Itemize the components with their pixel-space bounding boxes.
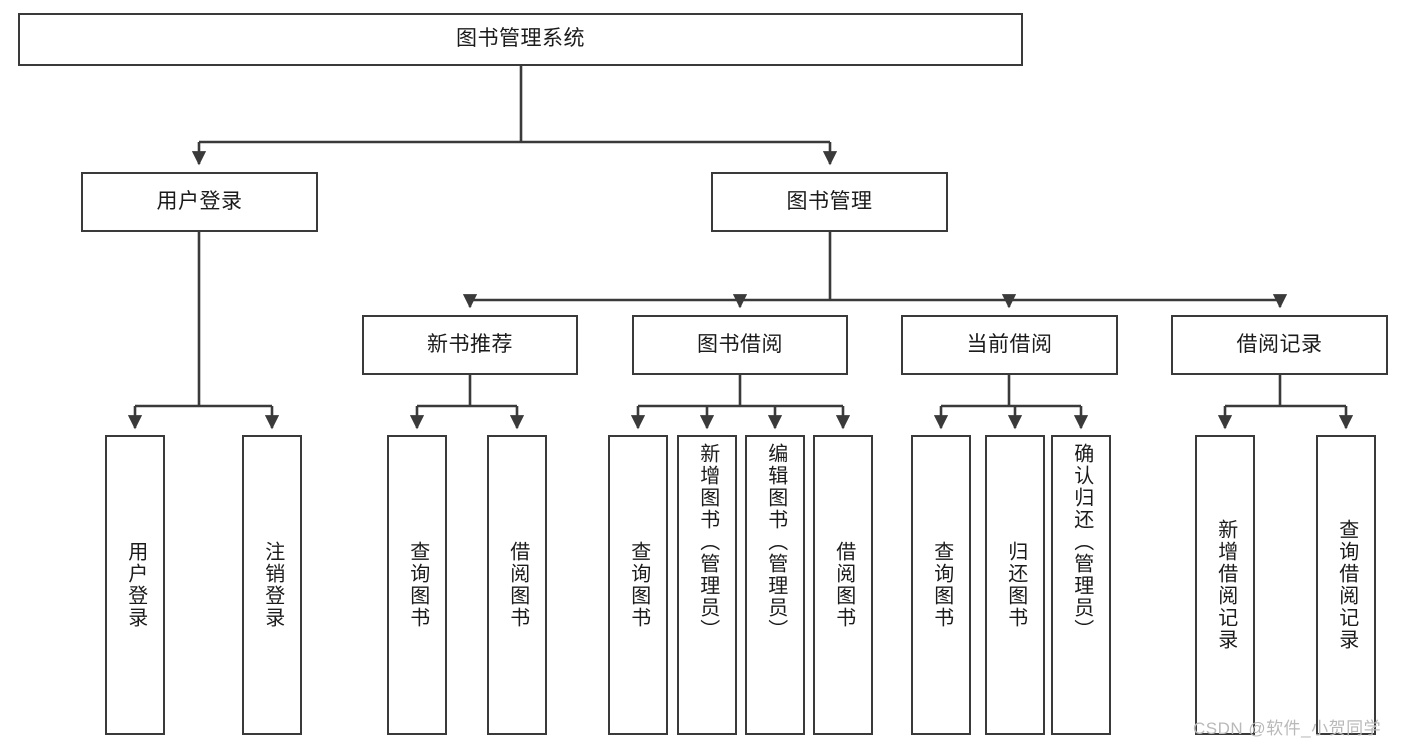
node-leaf-borrow-book-rec-label: 借阅图书 bbox=[506, 541, 529, 629]
node-user-login[interactable]: 用户登录 bbox=[81, 172, 318, 232]
node-leaf-add-record[interactable]: 新增借阅记录 bbox=[1195, 435, 1255, 735]
node-leaf-borrow-book-label: 借阅图书 bbox=[832, 541, 855, 629]
node-leaf-query-record[interactable]: 查询借阅记录 bbox=[1316, 435, 1376, 735]
node-leaf-return-book[interactable]: 归还图书 bbox=[985, 435, 1045, 735]
node-borrow-record[interactable]: 借阅记录 bbox=[1171, 315, 1388, 375]
node-leaf-query-record-label: 查询借阅记录 bbox=[1335, 519, 1358, 651]
node-leaf-return-book-label: 归还图书 bbox=[1004, 541, 1027, 629]
node-leaf-query-book-current[interactable]: 查询图书 bbox=[911, 435, 971, 735]
node-root-label: 图书管理系统 bbox=[456, 27, 585, 51]
csdn-watermark: CSDN @软件_小贺同学 bbox=[1193, 719, 1382, 738]
node-leaf-logout[interactable]: 注销登录 bbox=[242, 435, 302, 735]
node-current-borrow-label: 当前借阅 bbox=[966, 332, 1053, 356]
node-current-borrow[interactable]: 当前借阅 bbox=[901, 315, 1118, 375]
node-leaf-query-book-current-label: 查询图书 bbox=[930, 541, 953, 629]
node-new-book-rec[interactable]: 新书推荐 bbox=[362, 315, 578, 375]
node-book-manage-label: 图书管理 bbox=[786, 189, 873, 213]
node-leaf-query-book-borrow-label: 查询图书 bbox=[627, 541, 650, 629]
node-new-book-rec-label: 新书推荐 bbox=[427, 332, 513, 356]
node-leaf-borrow-book[interactable]: 借阅图书 bbox=[813, 435, 873, 735]
node-book-borrow[interactable]: 图书借阅 bbox=[632, 315, 848, 375]
node-leaf-logout-label: 注销登录 bbox=[261, 541, 284, 629]
node-leaf-confirm-return[interactable]: 确认归还（管理员） bbox=[1051, 435, 1111, 735]
node-leaf-edit-book-label: 编辑图书（管理员） bbox=[764, 443, 787, 641]
node-leaf-user-login-label: 用户登录 bbox=[124, 541, 147, 629]
node-book-borrow-label: 图书借阅 bbox=[697, 332, 783, 356]
node-leaf-add-record-label: 新增借阅记录 bbox=[1214, 519, 1237, 651]
node-leaf-edit-book[interactable]: 编辑图书（管理员） bbox=[745, 435, 805, 735]
node-book-manage[interactable]: 图书管理 bbox=[711, 172, 948, 232]
node-leaf-query-book-rec[interactable]: 查询图书 bbox=[387, 435, 447, 735]
node-root[interactable]: 图书管理系统 bbox=[18, 13, 1023, 66]
node-borrow-record-label: 借阅记录 bbox=[1236, 332, 1323, 356]
node-leaf-borrow-book-rec[interactable]: 借阅图书 bbox=[487, 435, 547, 735]
node-user-login-label: 用户登录 bbox=[156, 189, 243, 213]
node-leaf-confirm-return-label: 确认归还（管理员） bbox=[1070, 443, 1093, 641]
node-leaf-query-book-borrow[interactable]: 查询图书 bbox=[608, 435, 668, 735]
node-leaf-add-book-label: 新增图书（管理员） bbox=[696, 443, 719, 641]
node-leaf-add-book[interactable]: 新增图书（管理员） bbox=[677, 435, 737, 735]
node-leaf-user-login[interactable]: 用户登录 bbox=[105, 435, 165, 735]
node-leaf-query-book-rec-label: 查询图书 bbox=[406, 541, 429, 629]
